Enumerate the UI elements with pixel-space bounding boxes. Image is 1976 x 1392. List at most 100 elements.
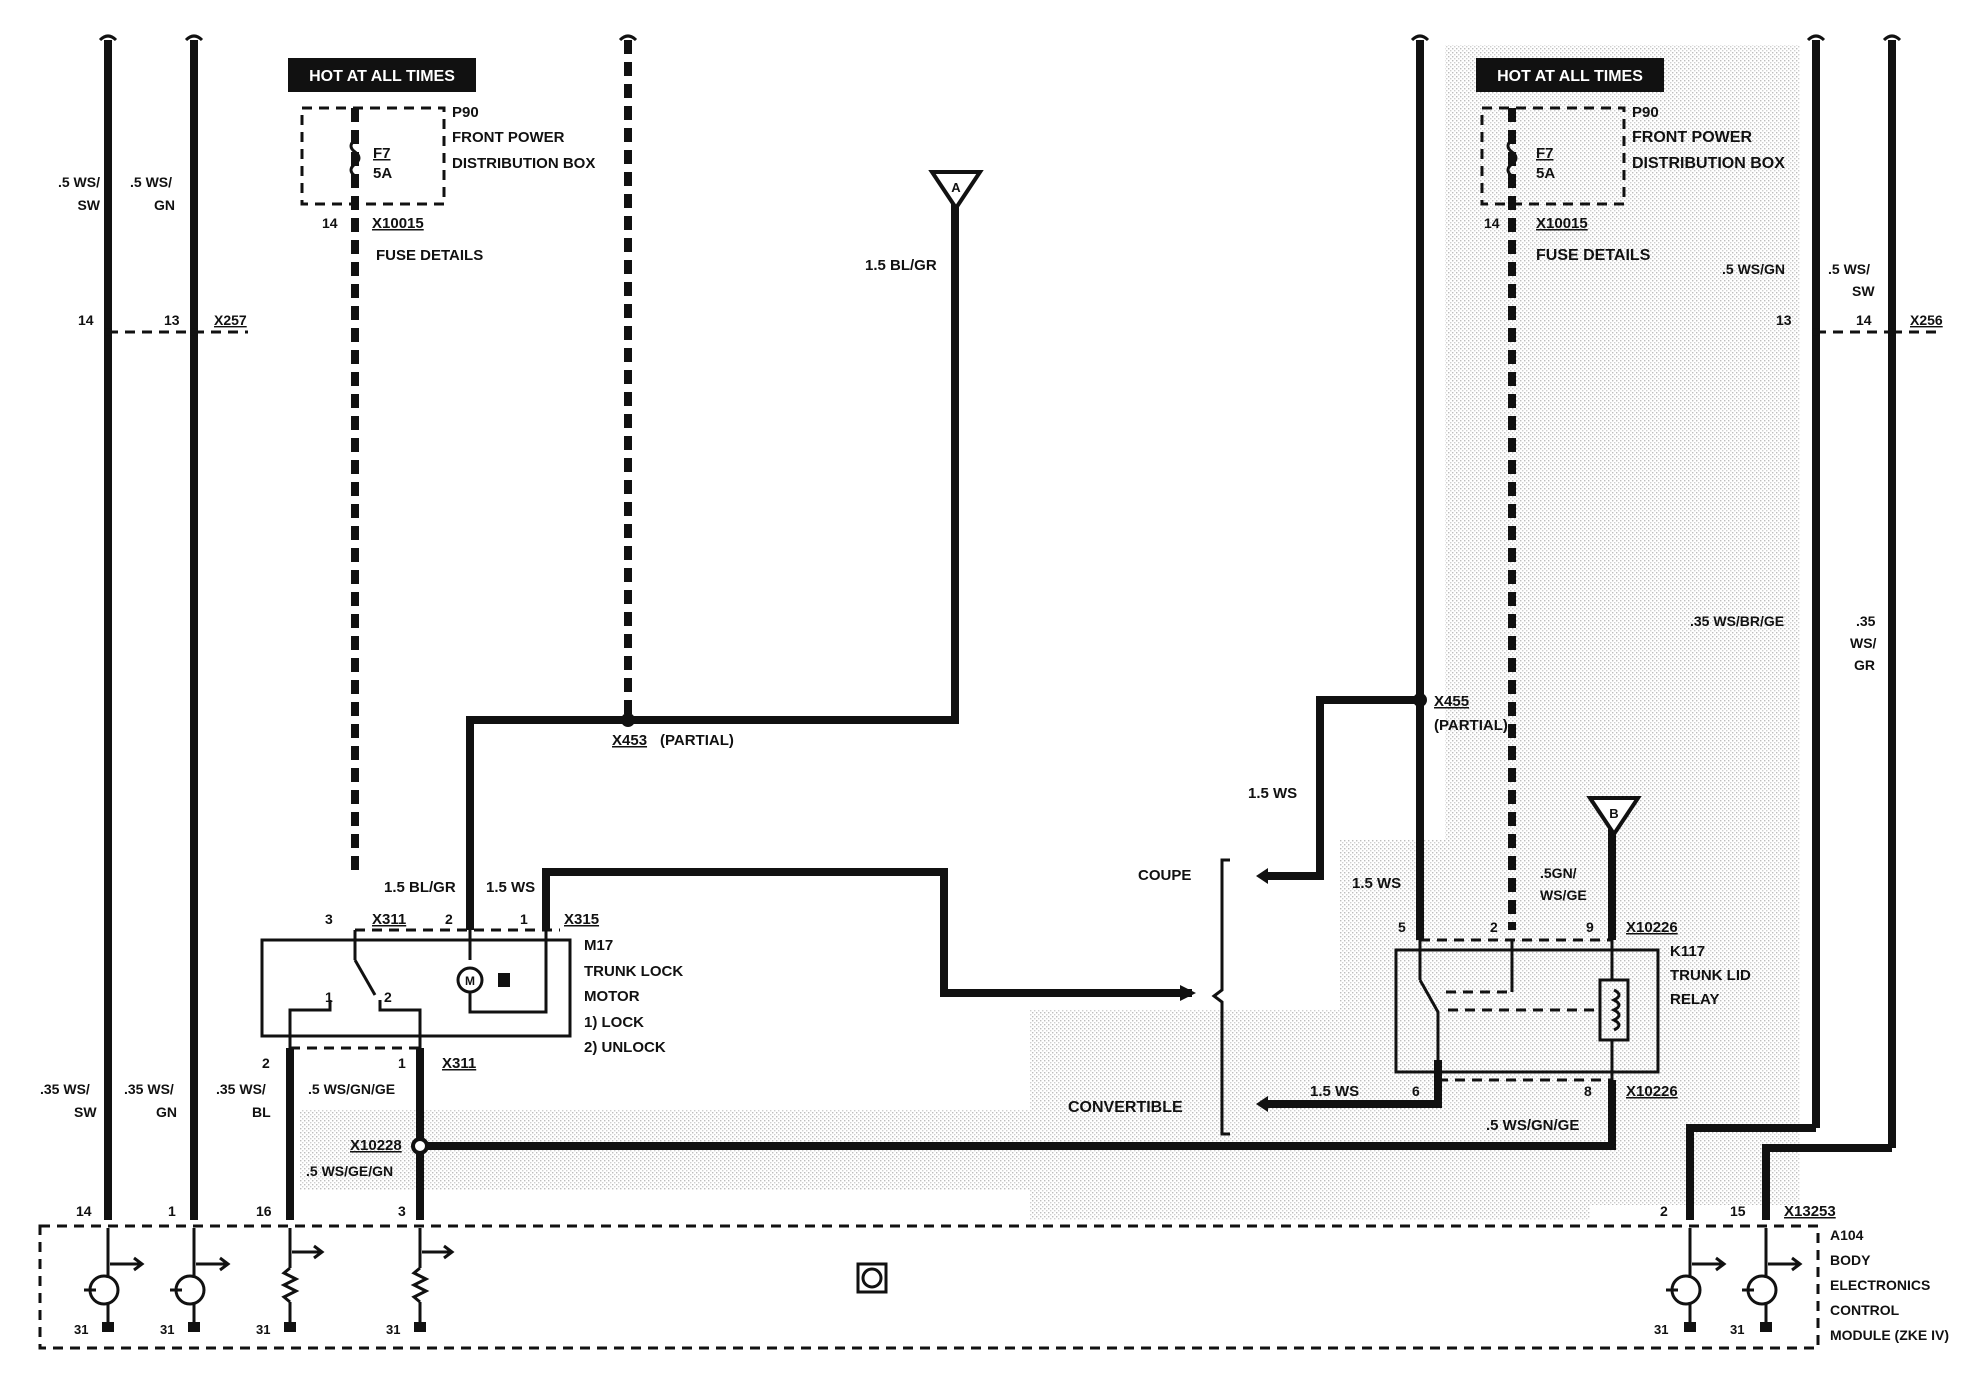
- fuse-box-left: [300, 106, 446, 206]
- svg-text:14: 14: [322, 215, 338, 231]
- wire-35-ws-gr: [1762, 1144, 1892, 1220]
- svg-text:14: 14: [76, 1203, 92, 1219]
- svg-text:X256: X256: [1910, 312, 1943, 328]
- svg-text:DISTRIBUTION BOX: DISTRIBUTION BOX: [1632, 155, 1785, 172]
- highlight-region: [300, 45, 1800, 1220]
- wire-break-marks: [98, 34, 638, 42]
- svg-text:1: 1: [168, 1203, 176, 1219]
- svg-text:8: 8: [1584, 1083, 1592, 1099]
- svg-text:31: 31: [386, 1322, 400, 1337]
- svg-text:TRUNK LOCK: TRUNK LOCK: [584, 963, 683, 980]
- svg-text:9: 9: [1586, 919, 1594, 935]
- svg-text:X311: X311: [442, 1055, 476, 1072]
- svg-text:MOTOR: MOTOR: [584, 988, 640, 1005]
- body-electronics-module-box: [38, 1224, 1820, 1350]
- svg-text:K117: K117: [1670, 943, 1705, 960]
- wire-35-ws-br-ge: [1686, 1124, 1816, 1220]
- svg-text:BL: BL: [252, 1104, 271, 1120]
- wire-15-ws-convertible: [1262, 1060, 1442, 1108]
- svg-text:CONTROL: CONTROL: [1830, 1302, 1900, 1318]
- svg-text:5A: 5A: [1536, 165, 1555, 182]
- svg-text:6: 6: [1412, 1083, 1420, 1099]
- svg-text:X453: X453: [612, 732, 647, 749]
- svg-text:.5 WS/GN: .5 WS/GN: [1722, 261, 1785, 277]
- svg-text:.5 WS/GN/GE: .5 WS/GN/GE: [308, 1081, 395, 1097]
- svg-text:.5 WS/: .5 WS/: [58, 174, 100, 190]
- svg-text:ELECTRONICS: ELECTRONICS: [1830, 1277, 1930, 1293]
- svg-text:FRONT POWER: FRONT POWER: [452, 129, 565, 146]
- svg-text:2: 2: [1660, 1203, 1668, 1219]
- wire-bl-gr: [466, 200, 959, 930]
- svg-text:X10226: X10226: [1626, 919, 1678, 936]
- svg-text:M17: M17: [584, 937, 613, 954]
- svg-text:3: 3: [325, 911, 333, 927]
- svg-text:16: 16: [256, 1203, 272, 1219]
- svg-text:1.5 BL/GR: 1.5 BL/GR: [865, 257, 937, 274]
- svg-text:5: 5: [1398, 919, 1406, 935]
- hot-label-right: HOT AT ALL TIMES: [1497, 68, 1643, 85]
- svg-text:COUPE: COUPE: [1138, 867, 1191, 884]
- svg-text:.5GN/: .5GN/: [1540, 865, 1577, 881]
- svg-text:X257: X257: [214, 312, 247, 328]
- svg-text:WS/: WS/: [1850, 635, 1877, 651]
- svg-text:31: 31: [160, 1322, 174, 1337]
- svg-text:2: 2: [384, 989, 392, 1005]
- svg-text:X311: X311: [372, 911, 406, 928]
- svg-text:RELAY: RELAY: [1670, 991, 1719, 1008]
- svg-text:FRONT POWER: FRONT POWER: [1632, 129, 1752, 146]
- wire-ws-motor: [542, 868, 1192, 997]
- hot-label-box-left: [288, 58, 476, 92]
- svg-text:.5 WS/: .5 WS/: [1828, 261, 1870, 277]
- svg-text:GN: GN: [154, 197, 175, 213]
- svg-text:13: 13: [164, 312, 180, 328]
- svg-text:2: 2: [445, 911, 453, 927]
- svg-text:WS/GE: WS/GE: [1540, 887, 1587, 903]
- svg-text:5A: 5A: [373, 165, 392, 182]
- svg-text:1.5 WS: 1.5 WS: [1248, 785, 1297, 802]
- module-pins: 14 1 16 3 2 15 X13253: [76, 1203, 1836, 1220]
- svg-text:X455: X455: [1434, 693, 1469, 710]
- svg-text:SW: SW: [74, 1104, 97, 1120]
- svg-text:14: 14: [1484, 215, 1500, 231]
- svg-text:13: 13: [1776, 312, 1792, 328]
- svg-text:2: 2: [1490, 919, 1498, 935]
- hot-label-box-right: [1476, 58, 1664, 92]
- coupe-convertible-bracket: [1211, 858, 1230, 1136]
- connector-b-symbol: [1586, 796, 1642, 838]
- svg-text:BODY: BODY: [1830, 1252, 1871, 1268]
- svg-text:14: 14: [78, 312, 94, 328]
- svg-text:SW: SW: [77, 197, 100, 213]
- svg-text:.35 WS/BR/GE: .35 WS/BR/GE: [1690, 613, 1784, 629]
- svg-text:15: 15: [1730, 1203, 1746, 1219]
- svg-text:X10015: X10015: [1536, 215, 1588, 232]
- svg-text:1.5 WS: 1.5 WS: [1352, 875, 1401, 892]
- svg-text:SW: SW: [1852, 283, 1875, 299]
- svg-text:3: 3: [398, 1203, 406, 1219]
- svg-text:.5 WS/: .5 WS/: [130, 174, 172, 190]
- svg-text:31: 31: [1654, 1322, 1668, 1337]
- svg-text:.35 WS/: .35 WS/: [124, 1081, 174, 1097]
- svg-text:FUSE DETAILS: FUSE DETAILS: [1536, 247, 1651, 264]
- wire-15-ws-coupe: [1262, 696, 1420, 880]
- svg-text:2) UNLOCK: 2) UNLOCK: [584, 1039, 666, 1056]
- svg-text:X10226: X10226: [1626, 1083, 1678, 1100]
- svg-text:CONVERTIBLE: CONVERTIBLE: [1068, 1099, 1183, 1116]
- svg-text:31: 31: [1730, 1322, 1744, 1337]
- svg-text:.5 WS/GE/GN: .5 WS/GE/GN: [306, 1163, 393, 1179]
- svg-text:DISTRIBUTION BOX: DISTRIBUTION BOX: [452, 155, 595, 172]
- svg-text:31: 31: [74, 1322, 88, 1337]
- svg-text:TRUNK LID: TRUNK LID: [1670, 967, 1751, 984]
- svg-text:14: 14: [1856, 312, 1872, 328]
- svg-text:X10015: X10015: [372, 215, 424, 232]
- wire-ws-gn-ge-bus: [428, 1080, 1616, 1150]
- svg-text:.5 WS/GN/GE: .5 WS/GN/GE: [1486, 1117, 1579, 1134]
- svg-text:31: 31: [256, 1322, 270, 1337]
- svg-text:F7: F7: [1536, 145, 1554, 162]
- svg-text:X10228: X10228: [350, 1137, 402, 1154]
- module-symbol-icon: [856, 1262, 888, 1294]
- svg-text:.35: .35: [1856, 613, 1876, 629]
- trunk-lock-motor-box: [260, 938, 572, 1038]
- svg-text:1: 1: [325, 989, 333, 1005]
- svg-text:.35 WS/: .35 WS/: [216, 1081, 266, 1097]
- svg-text:1) LOCK: 1) LOCK: [584, 1014, 644, 1031]
